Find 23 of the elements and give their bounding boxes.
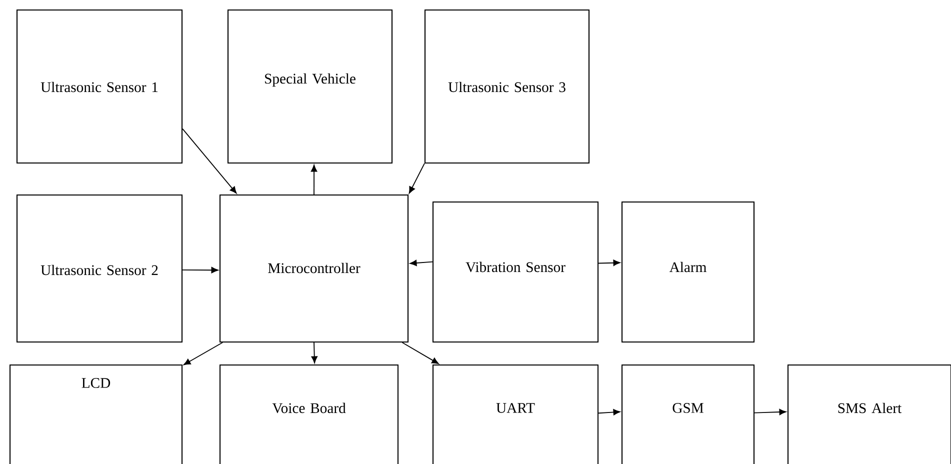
arrow — [402, 342, 439, 364]
block-box: SMS Alert — [787, 364, 951, 464]
arrow — [310, 164, 318, 195]
arrow — [754, 408, 786, 416]
arrow — [182, 266, 218, 274]
arrow — [410, 260, 433, 266]
block-box: Ultrasonic Sensor 1 — [16, 9, 183, 164]
arrow — [184, 342, 224, 366]
arrow — [598, 260, 620, 266]
arrow — [408, 162, 425, 194]
block-box: LCD — [9, 364, 183, 464]
block-box: GSM — [621, 364, 755, 464]
arrow — [311, 342, 318, 364]
block-box: Voice Board — [219, 364, 399, 464]
block-box: Special Vehicle — [227, 9, 393, 164]
block-box: Ultrasonic Sensor 3 — [424, 9, 590, 164]
block-box: Alarm — [621, 201, 755, 343]
arrow — [598, 409, 620, 416]
block-box: Vibration Sensor — [432, 201, 599, 343]
block-box: UART — [432, 364, 599, 464]
block-box: Microcontroller — [219, 194, 409, 343]
block-box: Ultrasonic Sensor 2 — [16, 194, 183, 343]
arrow — [182, 128, 237, 194]
